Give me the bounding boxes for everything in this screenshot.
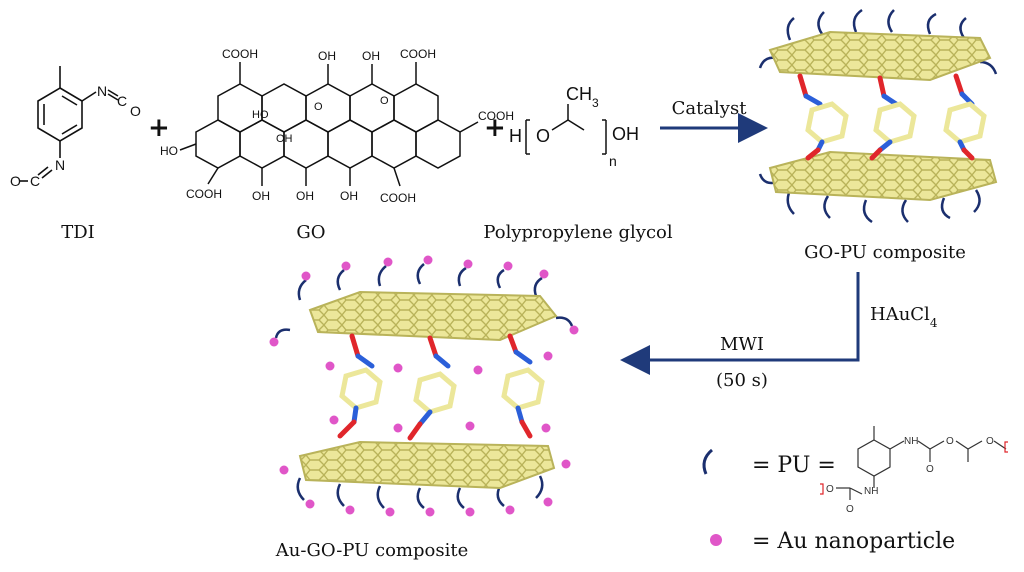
ppg-atom-o: O bbox=[536, 126, 550, 146]
mwi-time-label: (50 s) bbox=[716, 370, 768, 391]
go-label-o-2: O bbox=[380, 95, 389, 107]
go-structure bbox=[179, 62, 479, 187]
legend-pu-atom-o-2: O bbox=[946, 436, 954, 447]
legend-pu-atom-nh-1: NH bbox=[904, 436, 918, 447]
augopu-linkers bbox=[337, 333, 545, 441]
tdi-atom-o1: O bbox=[130, 103, 141, 119]
tdi-atom-n2: N bbox=[55, 157, 65, 173]
legend-pu-atom-o-1: O bbox=[926, 464, 934, 475]
mwi-arrow bbox=[620, 272, 860, 375]
plus-sign-1: + bbox=[148, 113, 170, 143]
legend-pu-atom-o-3: O bbox=[986, 436, 994, 447]
legend-repeat-brackets bbox=[820, 441, 1008, 495]
legend-au-label: = Au nanoparticle bbox=[752, 529, 955, 554]
legend-pu-atom-o-5: O bbox=[826, 484, 834, 495]
ppg-oh: OH bbox=[612, 124, 639, 144]
legend-pu-label: = PU = bbox=[752, 453, 836, 478]
go-label-cooh-2: COOH bbox=[400, 47, 436, 61]
go-label: GO bbox=[296, 222, 325, 243]
tdi-structure bbox=[20, 66, 119, 182]
legend-pu-atom-o-4: O bbox=[846, 504, 854, 515]
go-label-cooh-1: COOH bbox=[222, 47, 258, 61]
legend-pu-structure bbox=[836, 426, 1007, 500]
augopu-composite bbox=[269, 255, 579, 517]
legend-pu-atom-nh-2: NH bbox=[864, 486, 878, 497]
gopu-composite bbox=[758, 8, 998, 224]
tdi-atom-c1: C bbox=[117, 93, 127, 109]
ppg-label: Polypropylene glycol bbox=[483, 222, 673, 243]
legend-au-dot-icon bbox=[710, 534, 722, 546]
go-label-oh-2: OH bbox=[362, 49, 380, 63]
go-label-oh-5: OH bbox=[340, 189, 358, 203]
tdi-atom-n1: N bbox=[97, 83, 107, 99]
go-label-cooh-4: COOH bbox=[186, 187, 222, 201]
go-label-oh-4: OH bbox=[296, 189, 314, 203]
ppg-repeat-n: n bbox=[609, 153, 617, 169]
haucl4-label: HAuCl4 bbox=[870, 304, 938, 330]
go-label-ho-2: HO bbox=[252, 109, 269, 121]
go-label-cooh-5: COOH bbox=[380, 191, 416, 205]
gopu-linkers bbox=[797, 73, 987, 161]
tdi-label: TDI bbox=[61, 222, 95, 243]
tdi-atom-c2: C bbox=[30, 173, 40, 189]
ppg-ch3: CH3 bbox=[566, 84, 599, 110]
augopu-label: Au-GO-PU composite bbox=[275, 540, 468, 561]
tdi-atom-o2: O bbox=[10, 173, 21, 189]
catalyst-label: Catalyst bbox=[672, 98, 748, 119]
legend: = PU = NH O O O NH O O = Au nan bbox=[702, 426, 1008, 554]
augopu-chains bbox=[274, 263, 574, 509]
go-label-oh-3: OH bbox=[252, 189, 270, 203]
plus-sign-2: + bbox=[484, 113, 506, 143]
go-label-o-1: O bbox=[314, 101, 323, 113]
ppg-structure bbox=[525, 104, 607, 155]
gopu-label: GO-PU composite bbox=[804, 242, 966, 263]
au-nanoparticles bbox=[269, 255, 579, 517]
go-label-ho-1: HO bbox=[160, 144, 178, 158]
ppg-atom-h: H bbox=[509, 126, 522, 146]
go-label-cooh-3: COOH bbox=[478, 109, 514, 123]
go-label-oh-6: OH bbox=[276, 133, 293, 145]
go-label-oh-1: OH bbox=[318, 49, 336, 63]
legend-pu-chain-icon bbox=[702, 448, 714, 475]
mwi-label: MWI bbox=[720, 334, 764, 355]
